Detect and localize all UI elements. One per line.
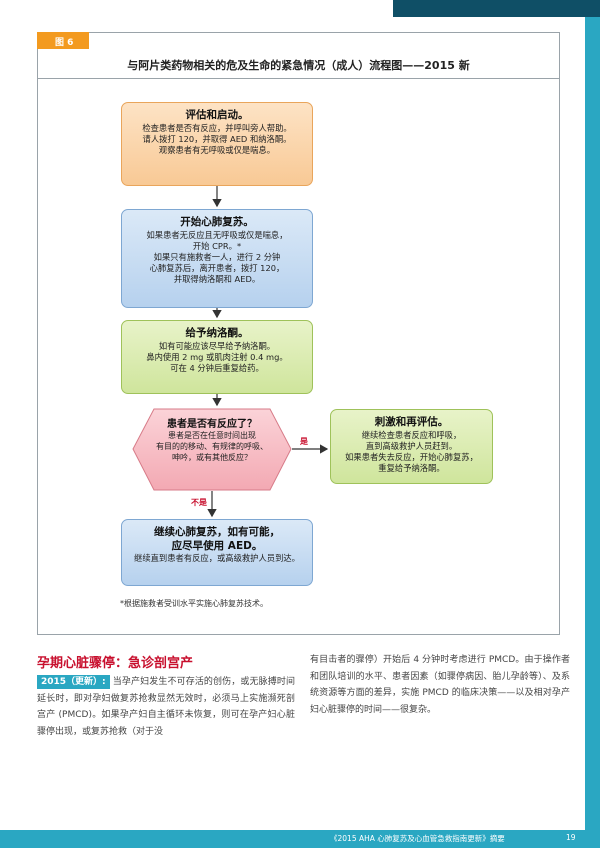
right-edge-stripe <box>585 17 600 848</box>
step-naloxone-heading: 给予纳洛酮。 <box>185 327 249 339</box>
step-assess-heading: 评估和启动。 <box>185 109 249 121</box>
step-stimulate-reassess: 刺激和再评估。 继续检查患者反应和呼吸， 直到高级救护人员赶到。 如果患者失去反… <box>330 409 493 484</box>
step-stimulate-line: 重复给予纳洛酮。 <box>378 463 445 474</box>
step-cpr-line: 并取得纳洛酮和 AED。 <box>173 274 261 285</box>
step-naloxone-line: 鼻内使用 2 mg 或肌肉注射 0.4 mg。 <box>146 351 288 362</box>
figure-tag: 图 6 <box>37 32 89 49</box>
top-bar-left <box>0 0 393 17</box>
step-naloxone-line: 可在 4 分钟后重复给药。 <box>170 363 264 374</box>
figure-title: 与阿片类药物相关的危及生命的紧急情况（成人）流程图——2015 新 <box>127 59 470 72</box>
title-divider <box>37 78 560 79</box>
step-assess-line: 检查患者是否有反应，并呼叫旁人帮助。 <box>142 122 292 133</box>
footer-title: 《2015 AHA 心肺复苏及心血管急救指南更新》摘要 <box>330 834 505 843</box>
step-cpr-heading: 开始心肺复苏。 <box>180 216 254 228</box>
step-continue-heading: 继续心肺复苏，如有可能， <box>154 526 280 538</box>
step-cpr-line: 开始 CPR。* <box>192 240 242 251</box>
step-cpr-line: 如果患者无反应且无呼吸或仅是喘息， <box>146 229 288 240</box>
yes-label: 是 <box>300 437 308 446</box>
step-stimulate-line: 直到高级救护人员赶到。 <box>365 440 458 451</box>
body-text-right: 有目击者的骤停）开始后 4 分钟时考虑进行 PMCD。由于操作者和团队培训的水平… <box>310 655 570 715</box>
step-naloxone-line: 如有可能应该尽早给予纳洛酮。 <box>158 340 276 351</box>
decision-line: 有目的的移动、有规律的呼吸、 <box>156 441 268 451</box>
figure-footnote: *根据施救者受训水平实施心肺复苏技术。 <box>120 599 268 608</box>
section-heading: 孕期心脏骤停：急诊剖宫产 <box>37 656 194 671</box>
decision-line: 患者是否在任意时间出现 <box>168 431 256 440</box>
body-text-left-column: 2015（更新）:当孕产妇发生不可存活的创伤，或无脉搏时间延长时，即对孕妇做复苏… <box>37 674 295 740</box>
body-text-right-column: 有目击者的骤停）开始后 4 分钟时考虑进行 PMCD。由于操作者和团队培训的水平… <box>310 652 570 718</box>
step-give-naloxone: 给予纳洛酮。 如有可能应该尽早给予纳洛酮。 鼻内使用 2 mg 或肌肉注射 0.… <box>121 320 313 394</box>
step-continue-line: 继续直到患者有反应，或高级救护人员到达。 <box>134 553 300 564</box>
update-badge: 2015（更新）: <box>37 675 110 689</box>
body-text-left: 当孕产妇发生不可存活的创伤，或无脉搏时间延长时，即对孕妇做复苏抢救显然无效时，必… <box>37 677 295 737</box>
decision-heading: 患者是否有反应了？ <box>167 419 257 430</box>
footer-bar <box>0 830 600 848</box>
step-cpr-line: 心肺复苏后，离开患者，拨打 120， <box>149 263 285 274</box>
decision-line: 呻吟，或有其他反应？ <box>172 452 252 462</box>
step-assess-line: 观察患者有无呼吸或仅是喘息。 <box>158 145 276 156</box>
step-continue-heading: 应尽早使用 AED。 <box>171 539 263 552</box>
page-number: 19 <box>566 833 576 842</box>
step-stimulate-line: 如果患者失去反应，开始心肺复苏， <box>345 452 478 463</box>
step-stimulate-heading: 刺激和再评估。 <box>374 416 449 428</box>
step-assess-and-activate: 评估和启动。 检查患者是否有反应，并呼叫旁人帮助。 请人拨打 120，并取得 A… <box>121 102 313 186</box>
step-begin-cpr: 开始心肺复苏。 如果患者无反应且无呼吸或仅是喘息， 开始 CPR。* 如果只有施… <box>121 209 313 308</box>
no-label: 不是 <box>191 498 207 507</box>
decision-hexagon-shape <box>132 408 292 491</box>
step-cpr-line: 如果只有施救者一人，进行 2 分钟 <box>153 252 281 263</box>
decision-patient-responds: 患者是否有反应了？ 患者是否在任意时间出现 有目的的移动、有规律的呼吸、 呻吟，… <box>132 408 292 491</box>
top-bar-accent <box>393 0 600 17</box>
step-assess-line: 请人拨打 120，并取得 AED 和纳洛酮。 <box>142 133 292 144</box>
step-continue-cpr: 继续心肺复苏，如有可能， 应尽早使用 AED。 继续直到患者有反应，或高级救护人… <box>121 519 313 586</box>
step-stimulate-line: 继续检查患者反应和呼吸， <box>361 429 462 440</box>
